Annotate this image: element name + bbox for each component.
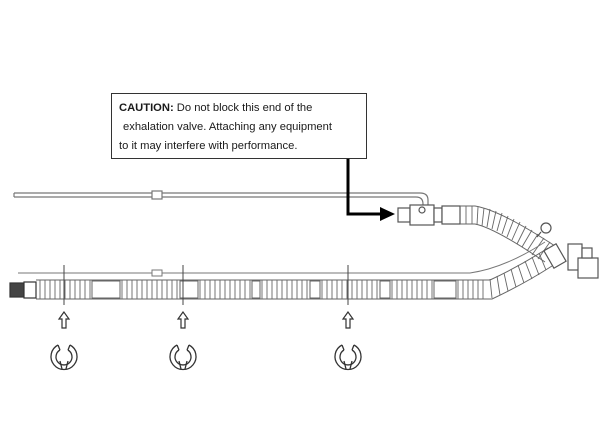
caution-heading: CAUTION:	[119, 102, 174, 114]
up-arrow-icon	[57, 310, 71, 329]
clip-position-markers	[63, 265, 349, 305]
circuit-clip-icon	[50, 344, 78, 371]
pressure-line-tube	[13, 190, 429, 214]
y-piece-connector	[536, 222, 599, 279]
caution-line-3: to it may interfere with performance.	[119, 140, 298, 152]
exhalation-valve	[397, 204, 461, 226]
lower-corrugated-limb	[36, 247, 553, 300]
sampling-line	[18, 241, 546, 277]
ventilator-connector	[9, 281, 37, 299]
caution-line-1: CAUTION: Do not block this end of the	[119, 99, 360, 118]
caution-line-2: exhalation valve. Attaching any equipmen…	[123, 121, 332, 133]
up-arrow-icon	[341, 310, 355, 329]
caution-text-1: Do not block this end of the	[173, 102, 313, 114]
circuit-clip-icon	[334, 344, 362, 371]
caution-callout: CAUTION: Do not block this end of the ex…	[111, 93, 367, 159]
circuit-clip-icon	[169, 344, 197, 371]
callout-arrow	[346, 159, 395, 221]
upper-corrugated-limb	[460, 205, 556, 263]
up-arrow-icon	[176, 310, 190, 329]
